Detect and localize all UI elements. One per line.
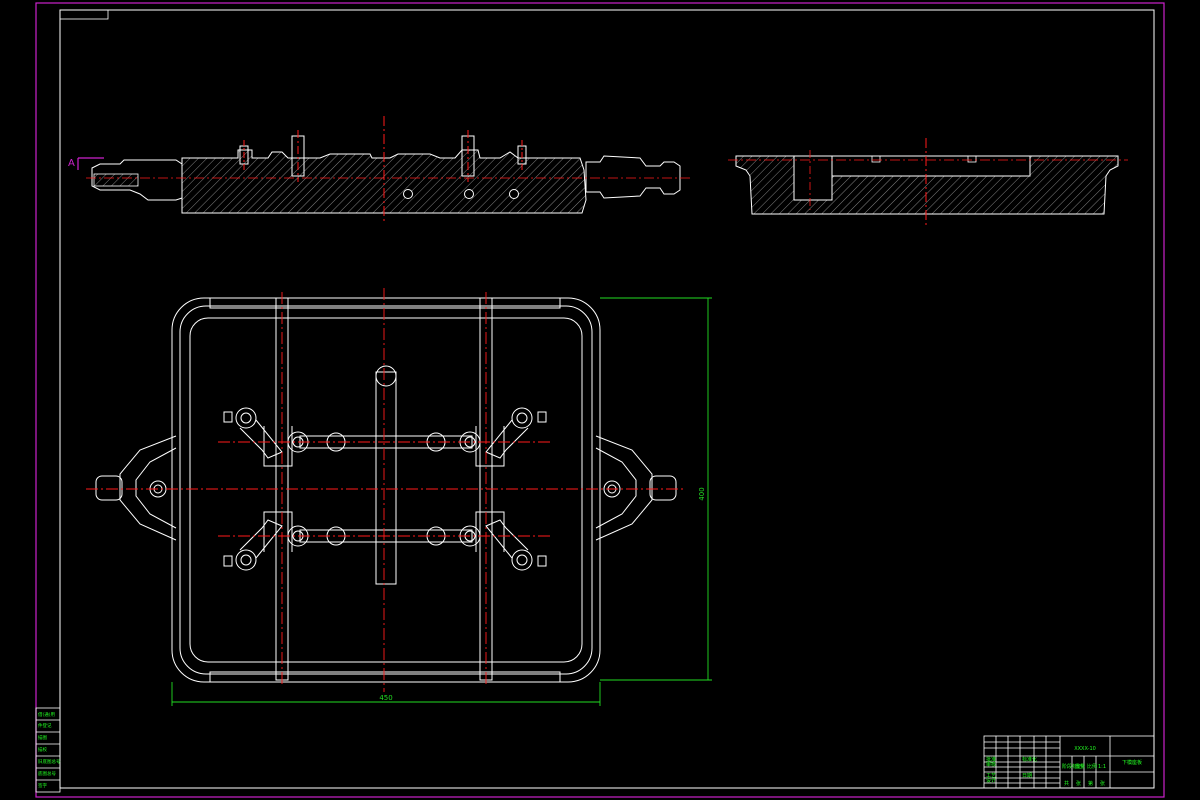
side-strip-cell: 底图总号 — [38, 770, 56, 777]
side-strip-cell: 借(通)用 — [38, 711, 55, 718]
title-left-cell: 批准 — [986, 756, 996, 763]
title-left-cell: 审核 — [986, 761, 996, 768]
section-marker-label: A — [68, 158, 75, 169]
sheet-cell: 张 — [1076, 780, 1081, 787]
title-left-cell: 设计 — [986, 777, 996, 784]
side-strip — [35, 707, 61, 793]
scale-value: 1:1 — [1098, 764, 1106, 770]
sheet-cell: 张 — [1100, 780, 1105, 787]
side-strip-cell: 描校 — [38, 746, 47, 753]
sheet-cell: 共 — [1064, 780, 1069, 787]
drawing-frame — [35, 2, 1165, 798]
part-name: 下模座板 — [1122, 759, 1142, 766]
stage-cell: 阶段标记 — [1062, 763, 1082, 770]
height-dimension-label: 400 — [698, 487, 706, 500]
title-left-cell: 工艺 — [986, 773, 996, 779]
stage-cell: 比例 — [1087, 763, 1097, 770]
side-strip-cell: 描图 — [38, 734, 47, 741]
side-strip-cell: 旧底图总号 — [38, 758, 61, 765]
title-left-cell: 标准化 — [1022, 756, 1037, 763]
dimension-lines — [171, 297, 712, 706]
section-view-side — [728, 138, 1128, 226]
title-block — [983, 735, 1155, 789]
plan-view — [95, 297, 677, 683]
side-strip-cell: 签字 — [38, 782, 47, 789]
stage-cell: 重量 — [1075, 763, 1085, 770]
drawing-number: XXXX-10 — [1074, 746, 1096, 752]
side-strip-cell: 件登记 — [38, 722, 52, 729]
title-left-cell: 日期 — [1022, 773, 1032, 779]
plan-centerlines — [86, 288, 684, 692]
sheet-cell: 第 — [1088, 780, 1093, 787]
width-dimension-label: 450 — [379, 694, 392, 702]
section-view-front: A — [68, 116, 690, 224]
